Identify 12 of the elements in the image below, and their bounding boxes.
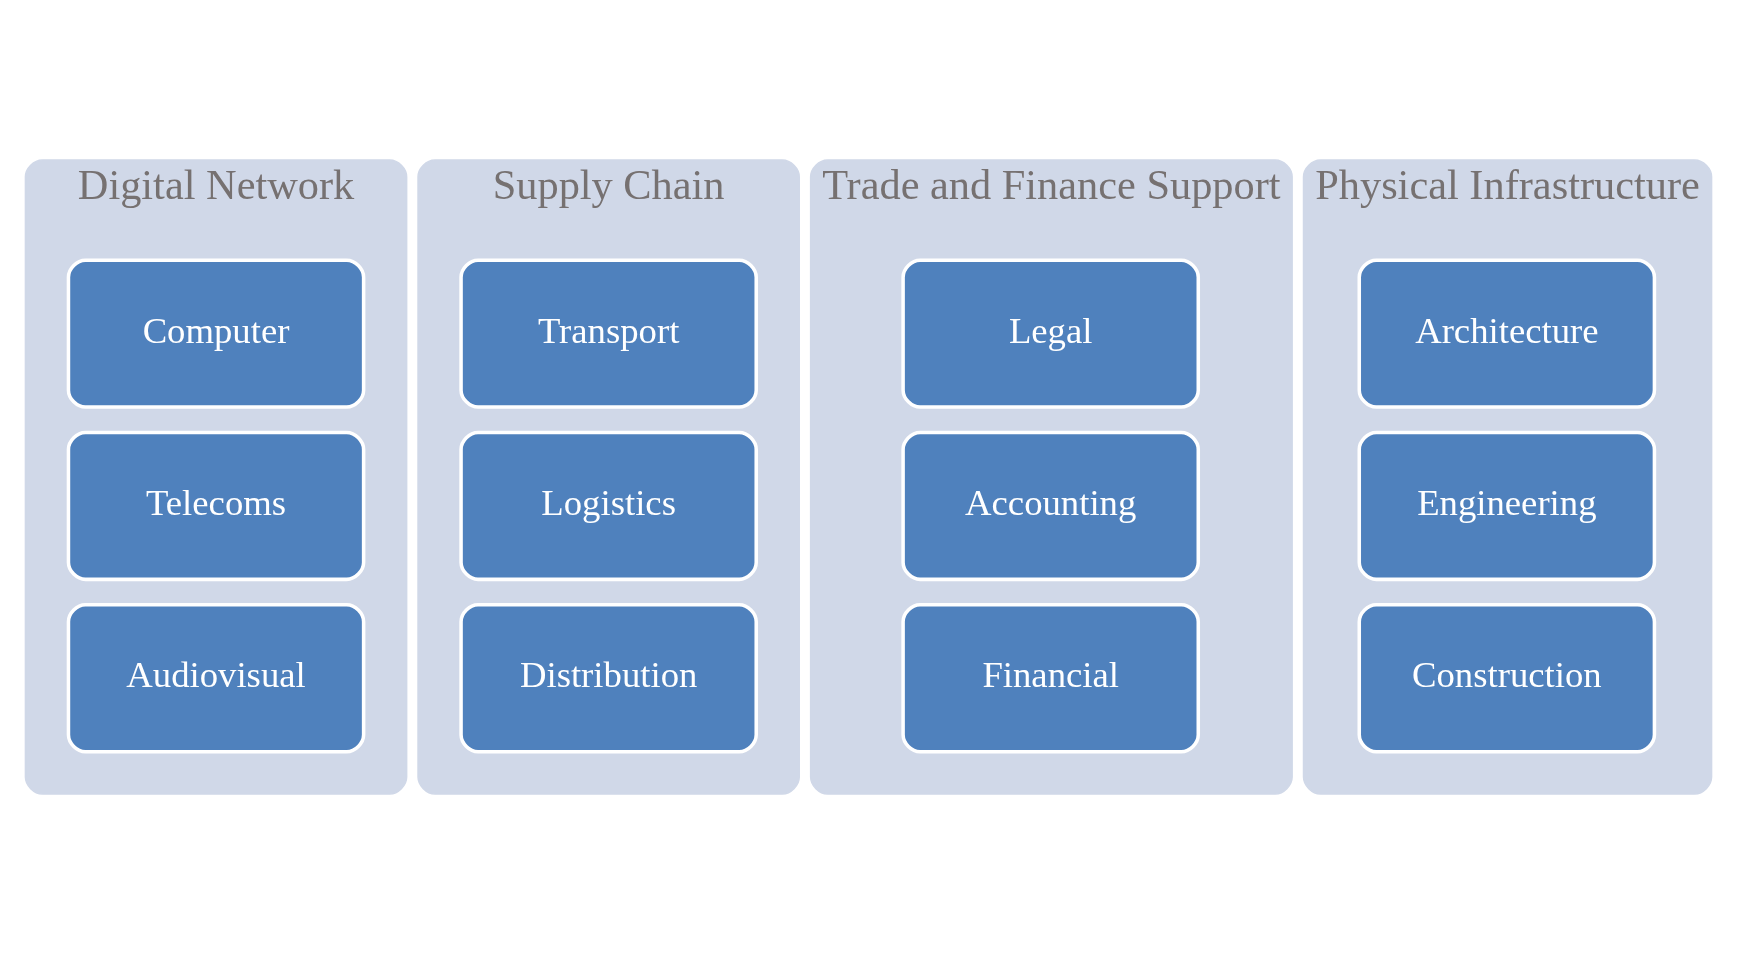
node-box: Construction bbox=[1357, 603, 1657, 754]
node-box: Architecture bbox=[1357, 258, 1657, 409]
node-box: Legal bbox=[901, 258, 1201, 409]
node-box: Engineering bbox=[1357, 430, 1657, 582]
node-box: Computer bbox=[66, 258, 366, 409]
node-box: Financial bbox=[901, 603, 1201, 754]
node-box: Telecoms bbox=[66, 430, 366, 582]
node-box: Logistics bbox=[459, 430, 758, 582]
node-box: Distribution bbox=[459, 603, 758, 754]
node-box: Accounting bbox=[901, 430, 1201, 582]
node-box: Audiovisual bbox=[66, 603, 366, 754]
node-box: Transport bbox=[459, 258, 758, 409]
